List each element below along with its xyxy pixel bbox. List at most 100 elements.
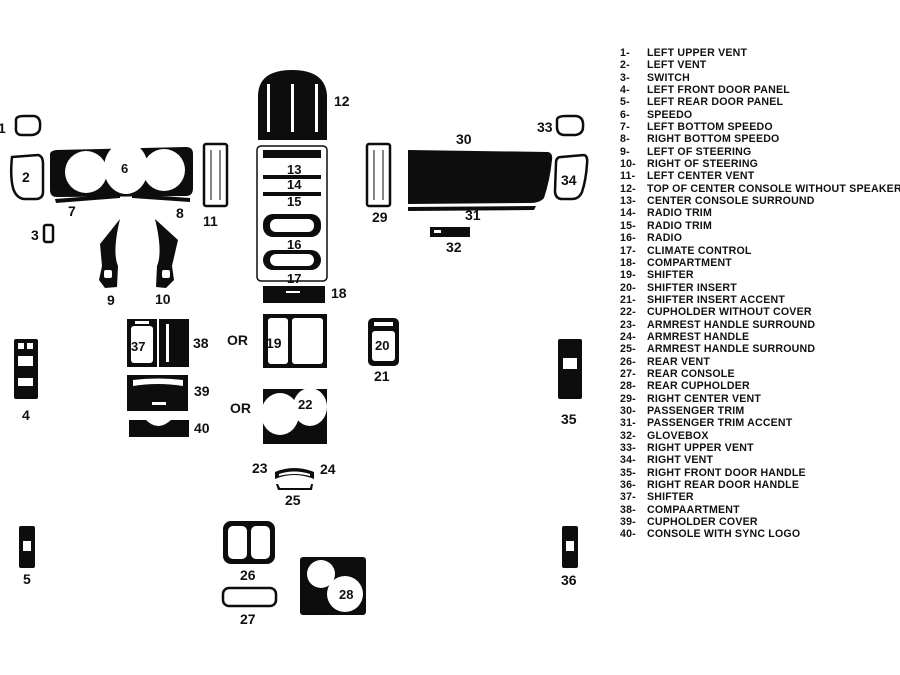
legend-item: 8-RIGHT BOTTOM SPEEDO: [620, 133, 900, 145]
callout-30: 30: [456, 131, 472, 147]
legend-item: 23-ARMREST HANDLE SURROUND: [620, 319, 900, 331]
legend-item-label: GLOVEBOX: [647, 429, 709, 442]
legend-item-label: RADIO TRIM: [647, 219, 712, 232]
legend-item-number: 40-: [620, 528, 636, 541]
piece-13-center-console-surround: [256, 145, 328, 282]
or-label-1: OR: [227, 332, 248, 348]
legend-item-label: CUPHOLDER COVER: [647, 516, 758, 529]
piece-36-right-rear-door-handle: [562, 526, 578, 568]
piece-40-console-sync-logo: [129, 420, 189, 437]
callout-29: 29: [372, 209, 388, 225]
piece-8-right-bottom-speedo: [132, 194, 190, 202]
legend-item-label: LEFT UPPER VENT: [647, 47, 748, 59]
legend-item-label: LEFT BOTTOM SPEEDO: [647, 121, 773, 134]
legend-item-label: COMPARTMENT: [647, 256, 732, 269]
piece-6-speedo: [50, 142, 193, 197]
legend-item-label: PASSENGER TRIM ACCENT: [647, 417, 793, 430]
legend-item-label: RADIO: [647, 232, 683, 245]
callout-16: 16: [287, 237, 301, 252]
legend-item-number: 12-: [620, 182, 636, 195]
callout-32: 32: [446, 239, 462, 255]
legend-item-label: CONSOLE WITH SYNC LOGO: [647, 528, 801, 541]
callout-36: 36: [561, 572, 577, 588]
piece-39-cupholder-cover: [127, 375, 188, 411]
legend-item-label: RIGHT UPPER VENT: [647, 442, 754, 454]
callout-39: 39: [194, 383, 210, 399]
legend-item-number: 20-: [620, 281, 636, 294]
piece-4-left-front-door-panel: [14, 339, 38, 399]
legend-item-label: PASSENGER TRIM: [647, 404, 745, 417]
legend-item-number: 3-: [620, 71, 630, 84]
legend-item-number: 19-: [620, 269, 636, 282]
legend-item-label: REAR VENT: [647, 355, 711, 368]
legend-item-label: SHIFTER: [647, 269, 694, 282]
legend-item-number: 33-: [620, 442, 636, 454]
piece-25-armrest-handle-surround: [276, 484, 313, 490]
legend-item-number: 38-: [620, 503, 636, 516]
legend-item: 26-REAR VENT: [620, 356, 900, 368]
legend-item-number: 2-: [620, 59, 630, 72]
piece-3-switch: [42, 223, 55, 244]
legend-item-label: LEFT VENT: [647, 59, 707, 72]
legend-item-label: CENTER CONSOLE SURROUND: [647, 195, 815, 208]
piece-35-right-front-door-handle: [558, 339, 582, 399]
legend-item: 21-SHIFTER INSERT ACCENT: [620, 294, 900, 306]
callout-10: 10: [155, 291, 171, 307]
legend-item: 13-CENTER CONSOLE SURROUND: [620, 195, 900, 207]
callout-31: 31: [465, 207, 481, 223]
piece-33-right-upper-vent: [555, 114, 585, 137]
piece-37-shifter: [127, 319, 157, 367]
legend-item-number: 1-: [620, 47, 630, 59]
callout-13: 13: [287, 162, 301, 177]
legend-item: 6-SPEEDO: [620, 109, 900, 121]
legend-item: 32-GLOVEBOX: [620, 430, 900, 442]
legend-item-label: SHIFTER INSERT: [647, 281, 737, 294]
legend-item-label: RIGHT OF STEERING: [647, 158, 759, 171]
legend-item: 17-CLIMATE CONTROL: [620, 245, 900, 257]
legend-item: 1- LEFT UPPER VENT: [620, 47, 900, 59]
legend-item: 37-SHIFTER: [620, 491, 900, 503]
legend-item-number: 11-: [620, 170, 636, 183]
callout-11: 11: [203, 213, 218, 229]
legend-item: 33- RIGHT UPPER VENT: [620, 442, 900, 454]
legend-item: 28-REAR CUPHOLDER: [620, 380, 900, 392]
legend-item: 11-LEFT CENTER VENT: [620, 170, 900, 182]
piece-29-right-center-vent: [365, 142, 392, 208]
piece-1-left-upper-vent: [14, 114, 42, 137]
legend-item: 12- TOP OF CENTER CONSOLE WITHOUT SPEAKER: [620, 183, 900, 195]
legend-item: 4-LEFT FRONT DOOR PANEL: [620, 84, 900, 96]
piece-18-compartment: [263, 286, 325, 303]
legend-item: 16-RADIO: [620, 232, 900, 244]
legend-item-number: 7-: [620, 121, 630, 134]
legend-item: 5-LEFT REAR DOOR PANEL: [620, 96, 900, 108]
legend-item: 36-RIGHT REAR DOOR HANDLE: [620, 479, 900, 491]
piece-7-left-bottom-speedo: [55, 194, 120, 203]
piece-23-24-armrest-handle: [275, 468, 314, 479]
legend-item-label: SPEEDO: [647, 108, 693, 121]
legend-item-label: TOP OF CENTER CONSOLE WITHOUT SPEAKER: [647, 182, 900, 195]
legend-item: 9-LEFT OF STEERING: [620, 146, 900, 158]
legend-item-label: RIGHT VENT: [647, 454, 714, 467]
legend-item-label: CUPHOLDER WITHOUT COVER: [647, 306, 812, 319]
legend-item: 31-PASSENGER TRIM ACCENT: [620, 417, 900, 429]
piece-28-rear-cupholder: [300, 557, 366, 615]
legend-item-number: 9-: [620, 145, 630, 158]
legend-item-label: ARMREST HANDLE SURROUND: [647, 318, 816, 331]
piece-30-passenger-trim: [408, 150, 553, 204]
piece-22-cupholder: [261, 388, 327, 444]
callout-2: 2: [22, 169, 30, 185]
piece-26-rear-vent: [223, 521, 275, 564]
legend-item-label: CLIMATE CONTROL: [647, 244, 752, 257]
callout-33: 33: [537, 119, 553, 135]
callout-20: 20: [375, 338, 389, 353]
callout-21: 21: [374, 368, 390, 384]
callout-40: 40: [194, 420, 210, 436]
piece-5-left-rear-door-panel: [19, 526, 35, 568]
legend-item: 18-COMPARTMENT: [620, 257, 900, 269]
piece-16-radio: [263, 214, 321, 237]
legend-item-number: 29-: [620, 392, 636, 405]
callout-27: 27: [240, 611, 256, 627]
piece-38-compartment: [159, 319, 189, 367]
callout-15: 15: [287, 194, 301, 209]
